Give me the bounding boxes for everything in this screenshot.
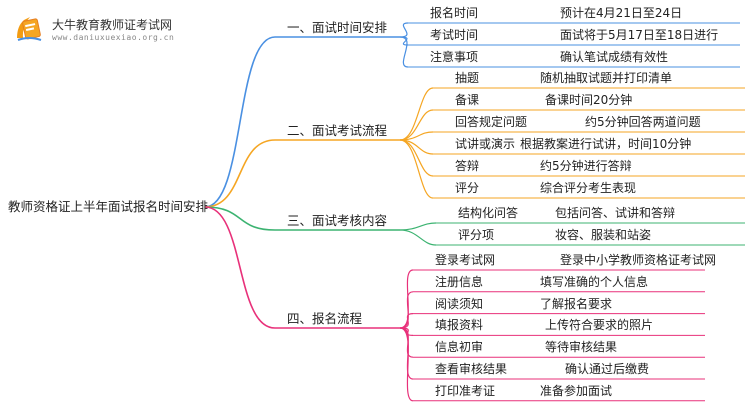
site-logo: 大牛教育教师证考试网 www.daniuxuexiao.org.cn	[8, 10, 268, 50]
item-topic: 填报资料	[435, 318, 484, 333]
item-topic: 阅读须知	[435, 296, 484, 311]
item-connector	[399, 22, 409, 38]
item-detail: 预计在4月21日至24日	[560, 6, 683, 20]
item-detail: 准备参加面试	[540, 383, 613, 398]
item-topic: 查看审核结果	[435, 362, 508, 376]
branch-label: 一、面试时间安排	[287, 20, 388, 35]
item-topic: 登录考试网	[435, 253, 496, 267]
item-topic: 结构化问答	[458, 206, 519, 220]
root-topic: 教师资格证上半年面试报名时间安排	[8, 199, 209, 214]
item-detail: 登录中小学教师资格证考试网	[560, 253, 717, 267]
item-detail: 确认笔试成绩有效性	[560, 50, 669, 64]
item-topic: 注意事项	[430, 50, 479, 64]
item-connector	[399, 109, 434, 141]
logo-title: 大牛教育教师证考试网	[52, 18, 173, 32]
item-detail: 约5分钟进行答辩	[540, 159, 632, 173]
item-detail: 等待审核结果	[545, 340, 618, 355]
item-detail: 根据教案进行试讲，时间10分钟	[520, 137, 692, 151]
item-connector	[399, 36, 409, 68]
item-detail: 约5分钟回答两道问题	[585, 115, 701, 129]
item-topic: 考试时间	[430, 28, 479, 42]
item-detail: 面试将于5月17日至18日进行	[560, 28, 719, 42]
branch-label: 二、面试考试流程	[287, 123, 388, 138]
item-detail: 了解报名要求	[540, 296, 613, 311]
item-topic: 注册信息	[435, 274, 484, 289]
root-branch-connector	[204, 206, 276, 329]
root-branch-connector	[204, 139, 276, 208]
item-detail: 确认通过后缴费	[565, 362, 650, 376]
item-topic: 评分	[455, 181, 480, 195]
item-detail: 包括问答、试讲和答辩	[555, 206, 676, 220]
item-topic: 答辩	[455, 159, 480, 173]
item-connector	[399, 291, 414, 329]
logo-url: www.daniuxuexiao.org.cn	[52, 33, 175, 42]
root-branch-connector	[204, 206, 276, 231]
item-topic: 评分项	[458, 228, 495, 242]
item-topic: 回答规定问题	[455, 115, 528, 129]
item-topic: 试讲或演示	[455, 137, 516, 151]
item-detail: 随机抽取试题并打印清单	[540, 71, 673, 85]
item-detail: 上传符合要求的照片	[545, 318, 654, 333]
item-detail: 备课时间20分钟	[545, 93, 633, 107]
item-topic: 信息初审	[435, 340, 484, 355]
item-connector	[399, 229, 437, 246]
book-logo-icon	[17, 17, 42, 41]
item-connector	[399, 327, 414, 402]
item-connector	[399, 222, 437, 231]
item-topic: 打印准考证	[435, 383, 496, 398]
branch-label: 四、报名流程	[287, 311, 363, 326]
item-topic: 报名时间	[430, 6, 479, 20]
item-topic: 备课	[455, 93, 480, 107]
root-branch-connector	[204, 36, 276, 208]
item-detail: 填写准确的个人信息	[540, 274, 649, 289]
item-topic: 抽题	[455, 71, 480, 85]
branch-label: 三、面试考核内容	[287, 213, 388, 228]
item-connector	[399, 139, 434, 199]
item-connector	[399, 269, 414, 329]
item-detail: 综合评分考生表现	[540, 181, 637, 195]
item-detail: 妆容、服装和站姿	[555, 228, 652, 242]
